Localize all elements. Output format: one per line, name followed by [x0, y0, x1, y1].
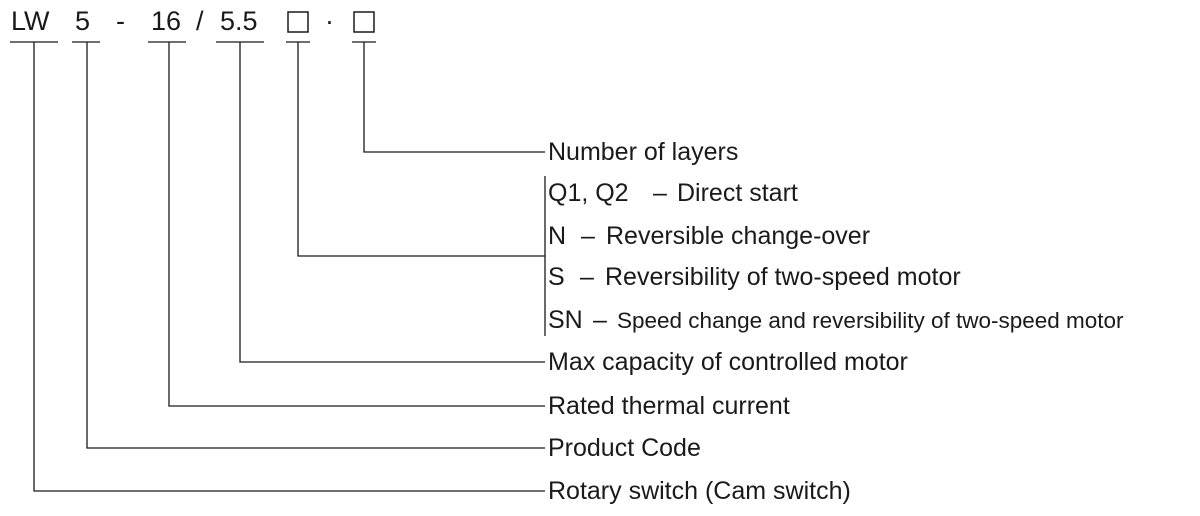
leader-function [297, 42, 545, 257]
option-text-n: Reversible change-over [606, 222, 870, 250]
code-part-dash: - [116, 6, 125, 36]
leader-layers [363, 42, 545, 153]
option-text-q1q2: Direct start [677, 179, 798, 207]
leader-product-code [86, 42, 545, 449]
option-code-q1q2: Q1, Q2 [548, 179, 629, 207]
leader-lines [33, 42, 546, 492]
label-layers: Number of layers [548, 138, 738, 166]
code-part-capacity: 5.5 [220, 6, 258, 36]
option-code-s: S [548, 263, 565, 291]
code-part-lw: LW [11, 6, 50, 36]
option-code-sn: SN [548, 306, 583, 334]
code-part-dot: · [325, 6, 334, 36]
option-sep-sn: – [593, 306, 607, 334]
code-part-current: 16 [151, 6, 181, 36]
leader-type-name [33, 42, 545, 492]
label-product-code: Product Code [548, 434, 701, 462]
option-text-sn: Speed change and reversibility of two-sp… [617, 308, 1124, 333]
option-code-n: N [548, 222, 566, 250]
label-rated-current: Rated thermal current [548, 392, 790, 420]
code-part-series: 5 [75, 6, 90, 36]
option-sep-n: – [581, 222, 595, 250]
option-text-s: Reversibility of two-speed motor [605, 263, 961, 291]
placeholder-box-layers [353, 11, 375, 33]
model-code-header: LW 5 - 16 / 5.5 · [11, 6, 375, 36]
option-sep-q1q2: – [653, 179, 667, 207]
leader-rated-current [168, 42, 545, 407]
placeholder-box-function [287, 11, 309, 33]
label-max-capacity: Max capacity of controlled motor [548, 348, 908, 376]
option-sep-s: – [580, 263, 594, 291]
code-part-slash: / [196, 6, 204, 36]
leader-max-capacity [239, 42, 545, 363]
label-type-name: Rotary switch (Cam switch) [548, 477, 851, 505]
legend-labels: Number of layers Q1, Q2 – Direct start N… [548, 138, 1124, 505]
